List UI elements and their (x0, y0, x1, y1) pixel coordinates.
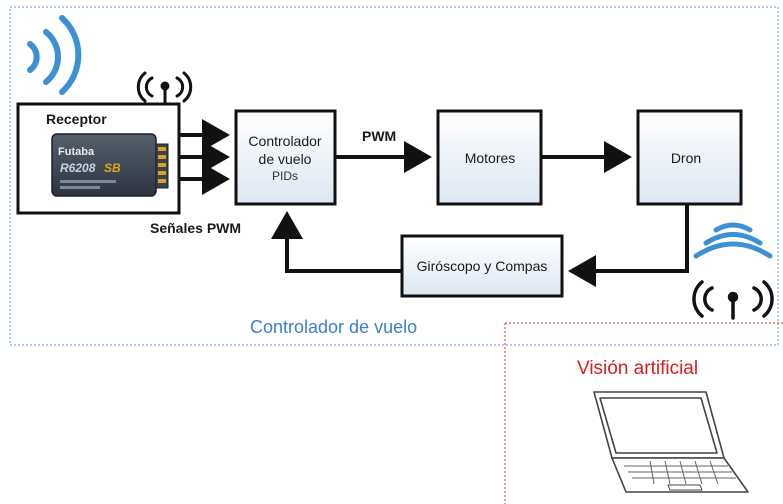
motors-block: Motores (436, 109, 543, 206)
controller-line2: de vuelo (259, 151, 312, 167)
motors-label: Motores (465, 150, 516, 166)
gyro-block: Giróscopo y Compas (400, 234, 564, 298)
laptop-icon (593, 391, 749, 493)
vision-caption: Visión artificial (577, 358, 698, 379)
drone-antenna-icon (692, 280, 774, 320)
pwm-signals-label: Señales PWM (150, 220, 241, 236)
arrow-drone-to-gyro (568, 205, 689, 287)
receptor-title: Receptor (46, 111, 107, 127)
receiver-brand: Futaba (58, 146, 95, 158)
pwm-signal-arrows (180, 119, 230, 195)
arrow-gyro-to-controller (271, 211, 401, 273)
controller-sub: PIDs (272, 169, 298, 183)
controller-block: Controlador de vuelo PIDs (234, 109, 337, 206)
flight-controller-frame (9, 6, 779, 346)
receiver-model: R6208 (60, 161, 96, 175)
wifi-waves-icon (27, 15, 82, 95)
controller-line1: Controlador (248, 133, 321, 149)
antenna-icon (136, 71, 193, 104)
receptor-block: Receptor Futaba R6208 SB (16, 102, 181, 215)
flight-controller-caption: Controlador de vuelo (250, 317, 417, 337)
radio-receiver-icon: Futaba R6208 SB (51, 133, 169, 197)
pwm-label: PWM (362, 128, 396, 144)
drone-wifi-icon (693, 222, 773, 259)
gyro-label: Giróscopo y Compas (417, 258, 548, 274)
drone-label: Dron (671, 150, 701, 166)
receiver-model-suffix: SB (104, 161, 121, 175)
drone-block: Dron (636, 109, 743, 206)
